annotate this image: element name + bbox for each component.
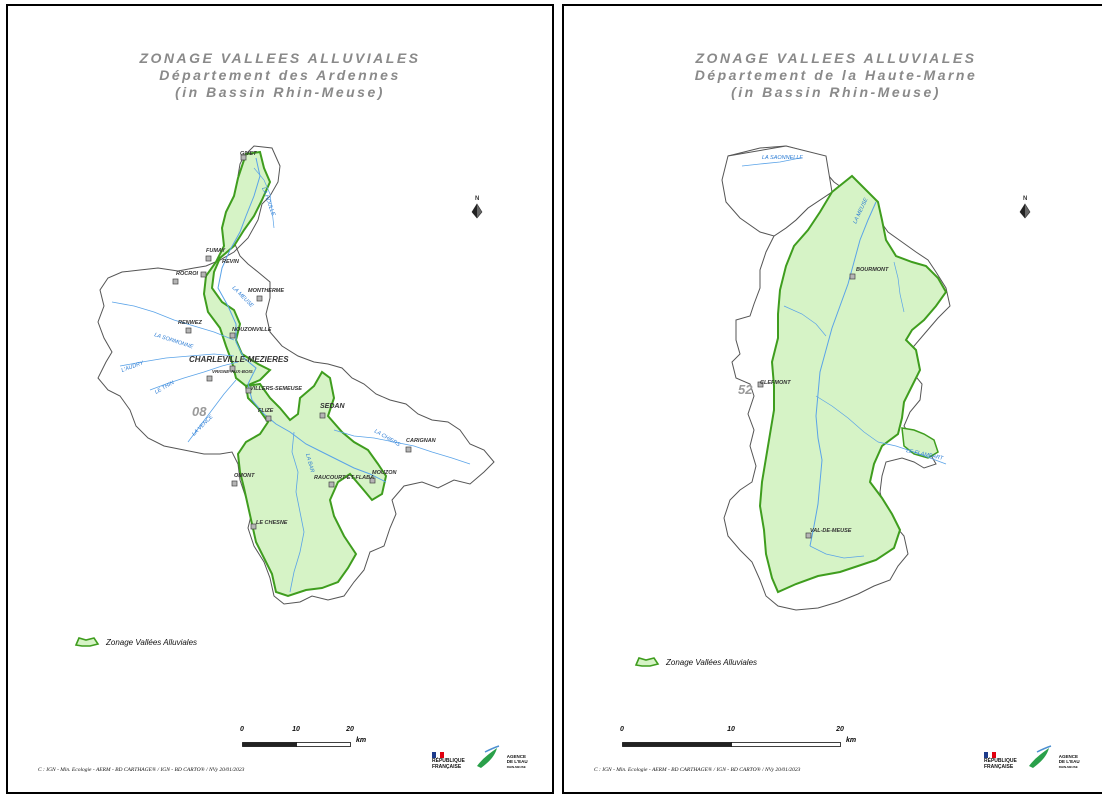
logos: RÉPUBLIQUE FRANÇAISE AGENCE DE L'EAU RHI… [432, 744, 528, 770]
title-line-3: (in Bassin Rhin-Meuse) [731, 84, 941, 100]
town-rocroi: ROCROI [176, 271, 198, 277]
river-vence [187, 379, 237, 443]
river-label-bar: LA BAR [304, 453, 315, 473]
map-legend: Zonage Vallées Alluviales [74, 636, 197, 648]
title-line-3: (in Bassin Rhin-Meuse) [175, 84, 385, 100]
scale-tick-20: 20 [346, 726, 354, 733]
scale-bar: 0 10 20 km [620, 726, 856, 754]
scale-tick-0: 0 [620, 726, 624, 733]
logos: RÉPUBLIQUE FRANÇAISE AGENCE DE L'EAU RHI… [984, 744, 1080, 770]
river-chiers [333, 429, 471, 465]
north-arrow-icon: N [1019, 196, 1031, 219]
ardennes-map: GIVET FUMAY ROCROI REVIN MONTHERME RENWE… [97, 145, 495, 605]
legend-label: Zonage Vallées Alluviales [666, 657, 758, 667]
republique-francaise-logo: RÉPUBLIQUE FRANÇAISE [432, 752, 465, 770]
scale-tick-0: 0 [240, 726, 244, 733]
map-legend: Zonage Vallées Alluviales [634, 656, 757, 668]
river-bar [289, 431, 305, 593]
map-credit: C : IGN - Min. Ecologie - AERM - BD CART… [594, 767, 801, 773]
town-flize: FLIZE [258, 408, 274, 414]
agence-eau-logo: AGENCE DE L'EAU RHIN-MEUSE [475, 744, 528, 770]
town-markers [757, 273, 856, 539]
river-saonnelle [741, 157, 801, 167]
title-line-1: ZONAGE VALLEES ALLUVIALES [695, 50, 977, 66]
river-meuse [217, 157, 387, 483]
town-le-chesne: LE CHESNE [256, 520, 288, 526]
svg-text:N: N [475, 196, 479, 202]
town-markers [172, 154, 412, 530]
title-line-2: Département des Ardennes [159, 67, 401, 83]
town-raucourt-et-flaba: RAUCOURT-ET-FLABA [314, 475, 374, 481]
town-montherme: MONTHERME [248, 288, 284, 294]
title-line-1: ZONAGE VALLEES ALLUVIALES [139, 50, 421, 66]
river-sormonne [111, 301, 235, 341]
map-title: ZONAGE VALLEES ALLUVIALES Département de… [564, 50, 1102, 101]
town-sedan: SEDAN [320, 403, 345, 410]
scale-bar: 0 10 20 km [240, 726, 372, 754]
scale-unit: km [846, 737, 857, 744]
legend-zone-swatch [634, 657, 660, 667]
town-nouzonville: NOUZONVILLE [232, 327, 272, 333]
town-fumay: FUMAY [206, 248, 226, 254]
town-val-de-meuse: VAL-DE-MEUSE [810, 528, 852, 534]
town-givet: GIVET [240, 151, 257, 157]
scale-unit: km [356, 737, 367, 744]
legend-zone-swatch [74, 637, 100, 647]
scale-tick-20: 20 [836, 726, 844, 733]
title-line-2: Département de la Haute-Marne [694, 67, 978, 83]
agence-eau-logo: AGENCE DE L'EAU RHIN-MEUSE [1027, 744, 1080, 770]
river-tributary-1 [783, 305, 827, 337]
town-carignan: CARIGNAN [406, 438, 437, 444]
town-bourmont: BOURMONT [856, 267, 889, 273]
department-boundary [97, 145, 495, 605]
legend-label: Zonage Vallées Alluviales [106, 637, 198, 647]
town-charleville-mezieres: CHARLEVILLE-MEZIERES [189, 355, 289, 364]
alluvial-zone-flambart [901, 427, 939, 459]
map-panel-ardennes: ZONAGE VALLEES ALLUVIALES Département de… [6, 4, 554, 794]
department-number: 08 [192, 404, 207, 419]
town-renwez: RENWEZ [178, 320, 202, 326]
river-label-saonnelle: LA SAONNELLE [762, 155, 803, 161]
river-tributary-4 [893, 261, 905, 313]
river-audry [119, 353, 235, 367]
river-flambart [877, 441, 947, 465]
scale-tick-10: 10 [292, 726, 300, 733]
river-thin [149, 361, 239, 391]
svg-text:N: N [1023, 196, 1027, 202]
town-omont: OMONT [234, 473, 255, 479]
alluvial-zone-meuse [758, 174, 948, 594]
haute-marne-map: BOURMONT CLEFMONT VAL-DE-MEUSE LA SAONNE… [721, 145, 1031, 611]
alluvial-zone-meuse-south [236, 370, 388, 598]
republique-francaise-logo: RÉPUBLIQUE FRANÇAISE [984, 752, 1017, 770]
town-mouzon: MOUZON [372, 470, 397, 476]
alluvial-zone-meuse-north [202, 150, 272, 388]
north-arrow-icon: N [471, 196, 483, 219]
river-tributary-3 [809, 545, 865, 559]
department-outer-north [721, 145, 833, 237]
map-credit: C : IGN - Min. Ecologie - AERM - BD CART… [38, 767, 245, 773]
river-meuse [809, 201, 877, 547]
town-revin: REVIN [222, 259, 240, 265]
map-title: ZONAGE VALLEES ALLUVIALES Département de… [8, 50, 552, 101]
river-houlle [253, 167, 275, 229]
river-tributary-2 [815, 395, 879, 443]
town-villers-semeuse: VILLERS-SEMEUSE [250, 386, 302, 392]
scale-tick-10: 10 [727, 726, 735, 733]
town-clefmont: CLEFMONT [760, 380, 791, 386]
department-number: 52 [738, 382, 753, 397]
map-panel-haute-marne: ZONAGE VALLEES ALLUVIALES Département de… [562, 4, 1102, 794]
town-vrigne-aux-bois: VRIGNE-AUX-BOIS [212, 369, 253, 374]
